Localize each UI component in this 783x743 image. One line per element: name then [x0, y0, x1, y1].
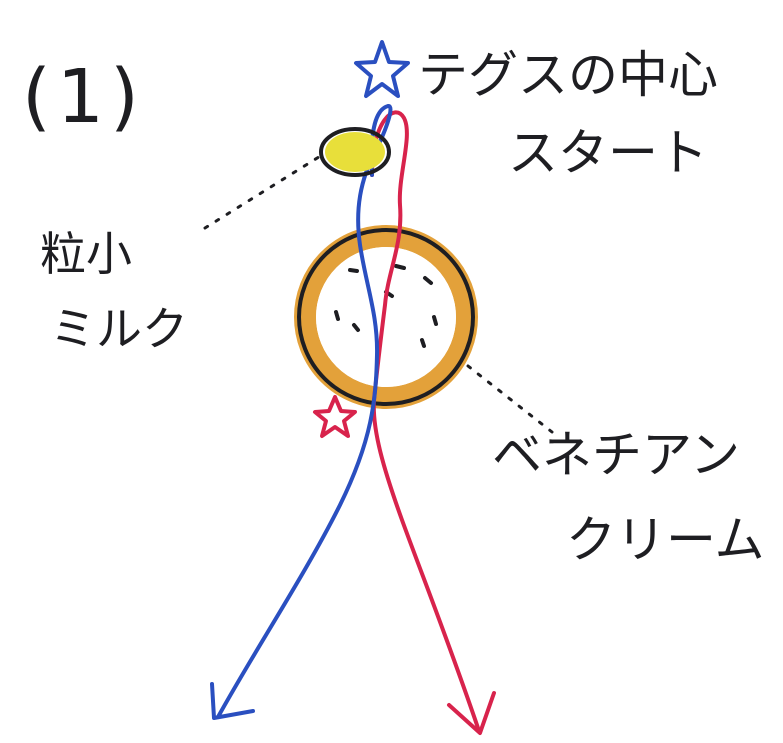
small-bead-label-line2: ミルク	[50, 302, 188, 356]
step-label: (1)	[22, 54, 145, 140]
bead-hole-marks	[334, 264, 438, 348]
large-bead-inner	[316, 247, 456, 387]
blue-thread	[216, 104, 393, 719]
red-arrowhead	[447, 691, 496, 735]
red-thread	[370, 110, 480, 730]
large-bead-ring	[294, 225, 478, 409]
small-bead-fill	[325, 132, 385, 172]
small-bead-leader-line	[203, 153, 324, 230]
large-bead-outline	[297, 228, 475, 406]
large-bead-leader-line	[466, 364, 554, 434]
small-bead-label-line1: 粒小	[40, 227, 132, 281]
large-bead	[294, 225, 478, 409]
star-icon	[354, 40, 410, 98]
small-bead	[319, 127, 391, 177]
star-icon	[313, 395, 357, 438]
large-bead-label-line2: クリーム	[566, 511, 765, 569]
start-label-line1: テグスの中心	[418, 46, 718, 104]
blue-arrowhead	[210, 682, 255, 720]
start-label-line2: スタート	[508, 124, 708, 182]
small-bead-outline	[319, 127, 391, 177]
large-bead-label-line1: ベネチアン	[492, 426, 740, 484]
